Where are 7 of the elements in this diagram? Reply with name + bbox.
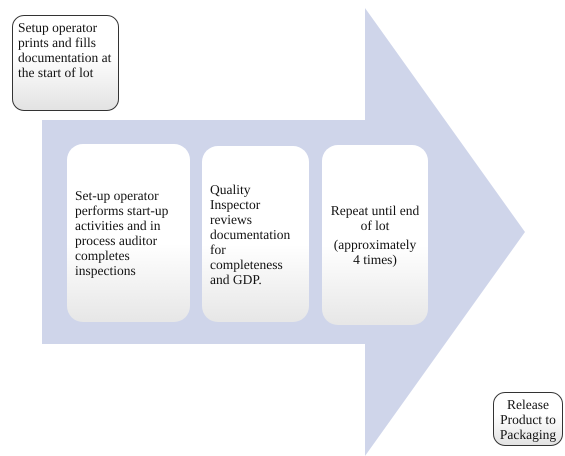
process-box: Release Product to Packaging bbox=[493, 392, 563, 446]
process-box: Setup operator prints and fills documentation at the start of lot bbox=[12, 15, 119, 111]
process-box bbox=[322, 145, 428, 325]
process-box: Quality Inspector reviews documentation for completeness and GDP. bbox=[202, 146, 309, 322]
box-text: Repeat until end of lot bbox=[330, 203, 420, 233]
box-text: (approximately 4 times) bbox=[332, 237, 418, 267]
process-box: Set-up operator performs start-up activities and in process auditor completes inspections bbox=[67, 144, 190, 322]
